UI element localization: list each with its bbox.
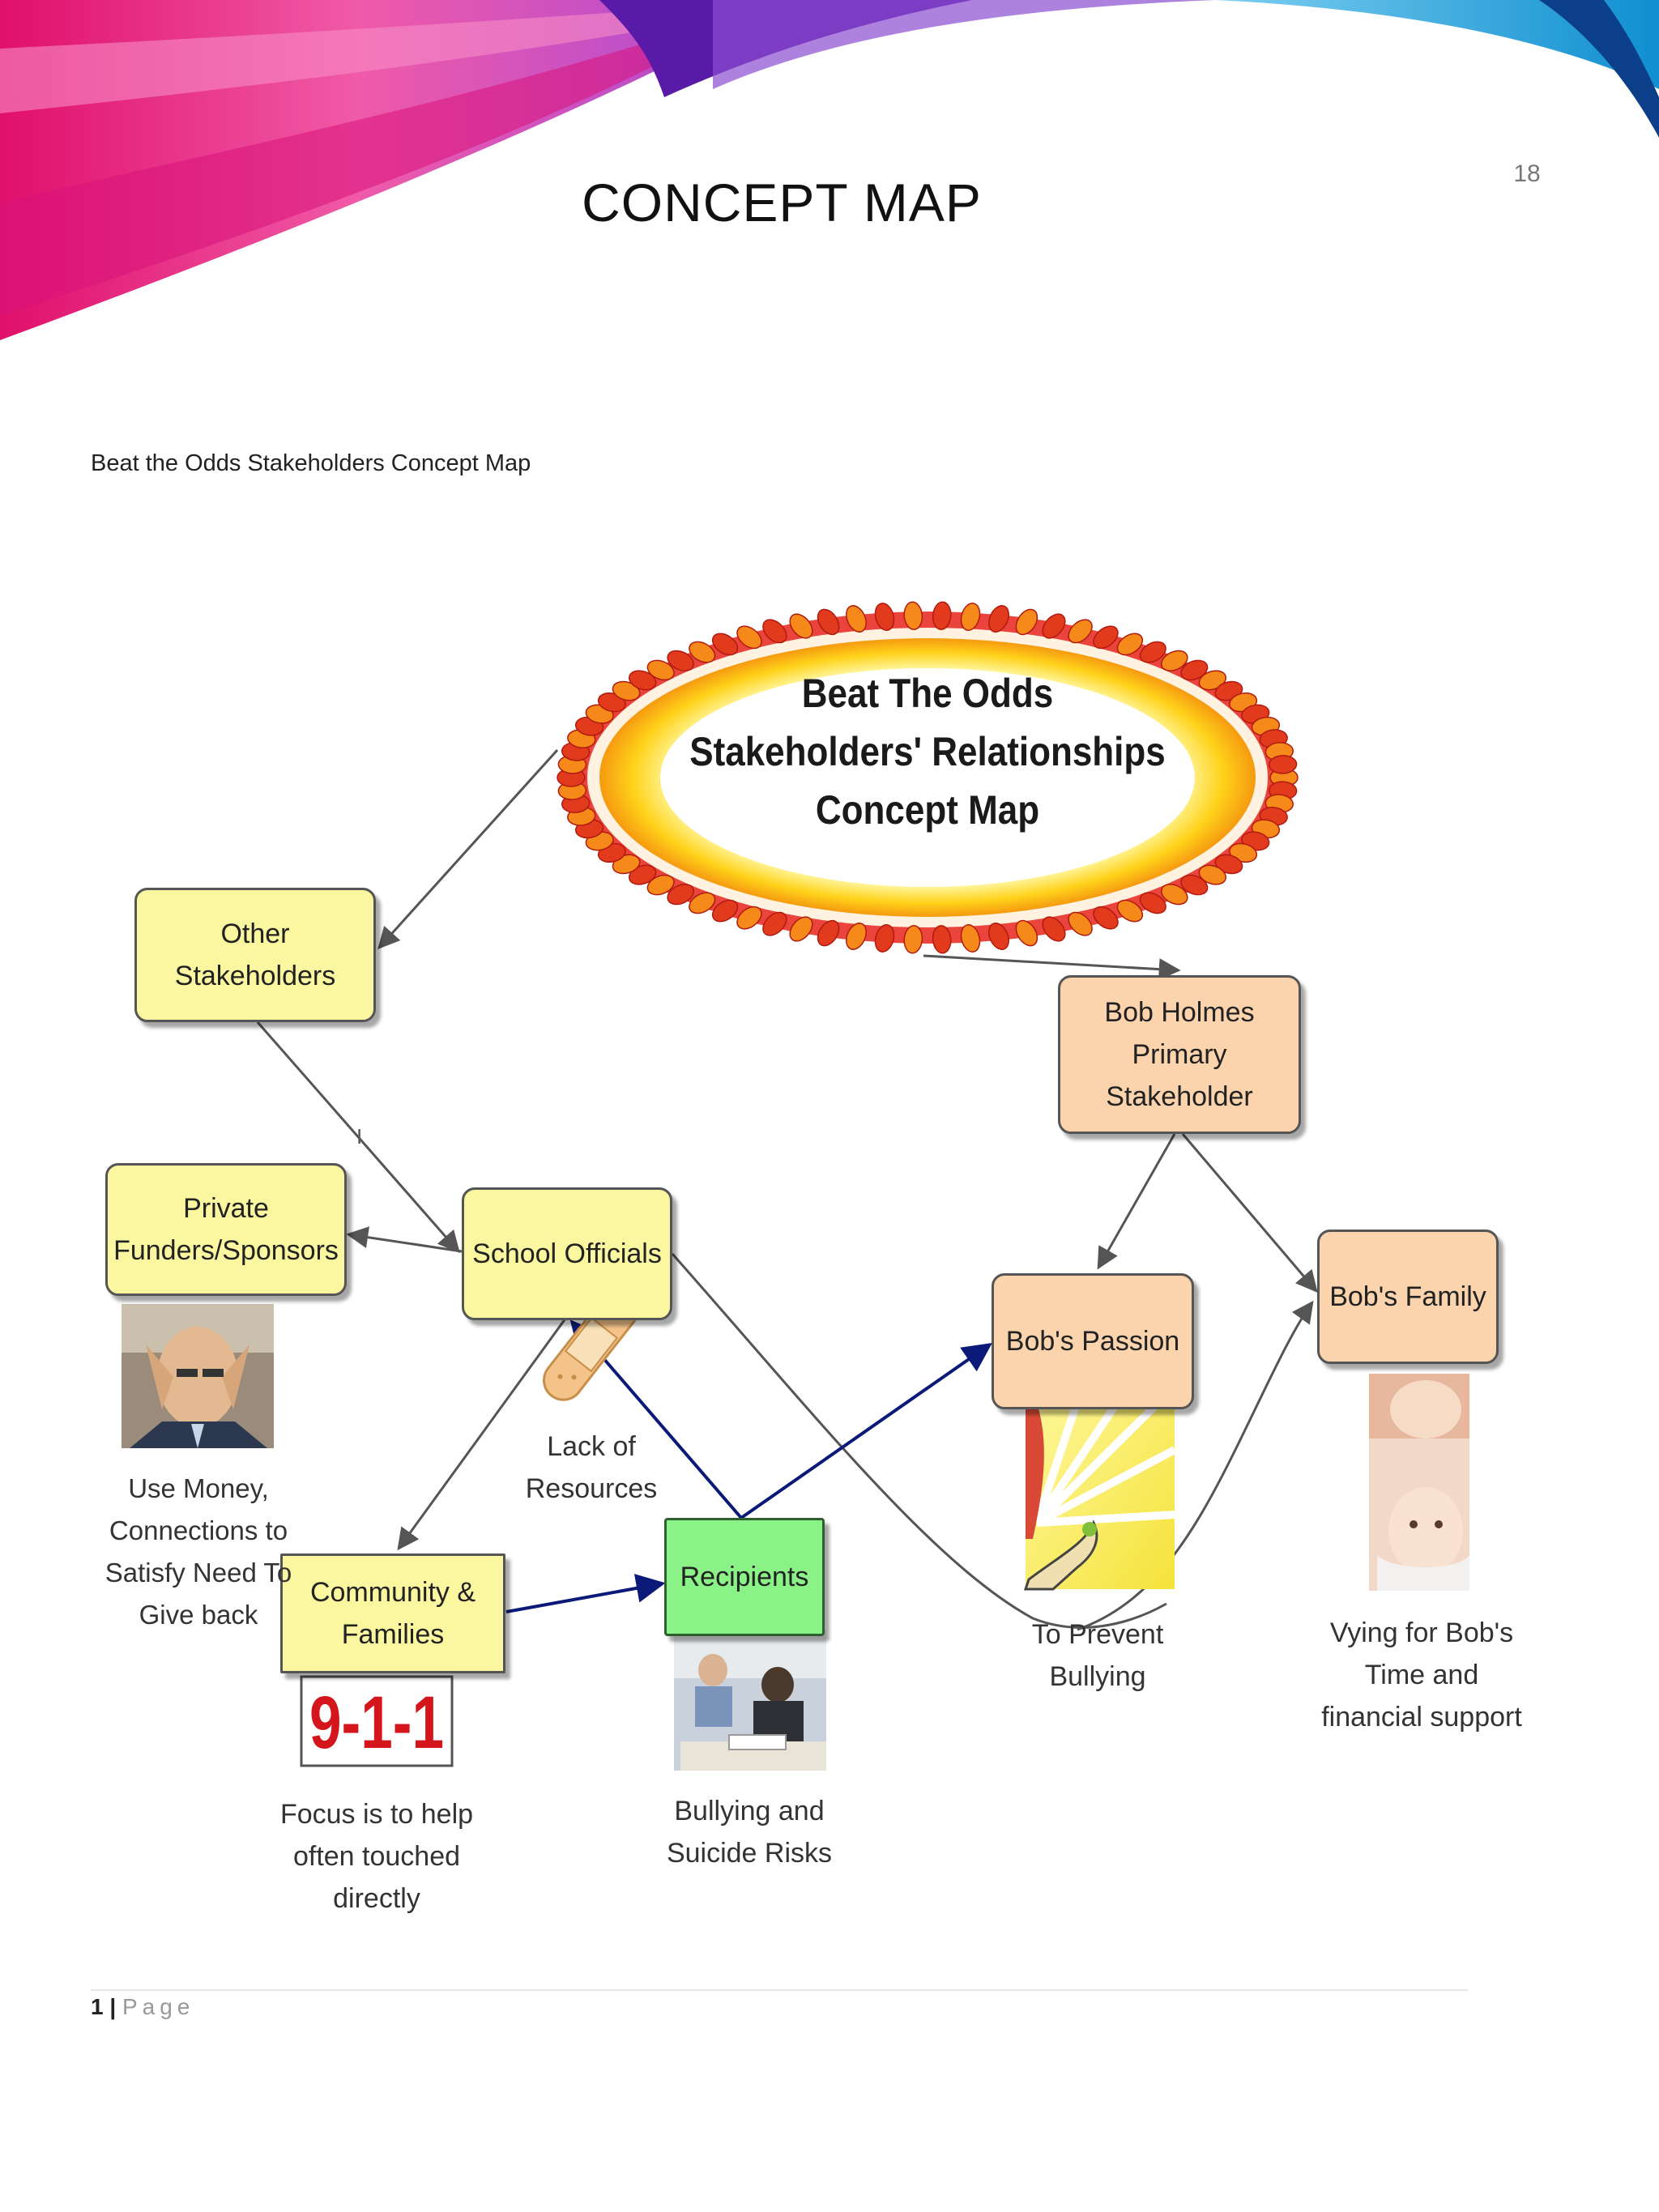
classroom-picture [674,1630,826,1771]
cloud-flame [1015,608,1038,636]
arrow-other-stakeholders-to-school-officials [256,1021,460,1254]
footer-divider [91,1989,1468,1991]
cloud-flame [1068,619,1093,644]
cloud-flame [960,603,981,631]
cloud-flame [817,608,840,636]
cloud-flame [1180,874,1209,896]
cloud-flame [1268,755,1298,774]
edge-mark: I [356,1124,362,1149]
node-bob-holmes[interactable]: Bob Holmes Primary Stakeholder [1058,975,1301,1134]
cloud-flame [874,603,895,631]
cloud-flame [1198,864,1227,885]
footer-separator: | [109,1994,117,2019]
cloud-flame [789,613,813,639]
cloud-flame [1042,916,1066,942]
arrow-community-to-recipients [505,1574,666,1613]
cloud-flame [903,925,923,954]
cloud-flame [667,884,695,906]
cloud-flame [817,919,840,947]
cloud-flame [762,619,787,644]
cloud-flame [1160,650,1188,671]
cloud-flame [846,605,867,633]
cloud-flame [689,892,716,914]
cloud-flame [988,605,1009,633]
cloud-flame [988,923,1009,950]
node-community-families[interactable]: Community & Families [280,1554,505,1673]
cloud-flame [903,601,923,630]
node-school-officials[interactable]: School Officials [462,1187,672,1320]
arrow-bob-holmes-to-bobs-passion [1097,1133,1176,1270]
cloud-flame [736,625,762,650]
central-cloud-shape [557,601,1299,954]
label-bullying-suicide-risks: Bullying and Suicide Risks [666,1796,833,1869]
cloud-flame [646,659,675,681]
header-swoosh-decoration [0,0,1659,340]
label-lack-of-resources: Lack of Resources [525,1431,658,1504]
cloud-flame [628,670,657,691]
mother-and-baby-picture [1369,1374,1469,1591]
slide-title: CONCEPT MAP [582,173,982,232]
page-footer: 1 | Page [91,1994,194,2020]
cloud-flame [1015,919,1038,947]
label-vying-for-bobs-time: Vying for Bob's Time and financial suppo… [1321,1617,1522,1733]
cloud-flame [1198,670,1227,691]
cloud-flame [932,601,952,630]
cloud-flame [960,924,981,953]
slide-number: 18 [1513,160,1541,187]
node-other-stakeholders[interactable]: Other Stakeholders [134,888,376,1022]
arrow-school-officials-to-community [397,1318,567,1551]
cloud-flame [932,925,952,954]
cloud-flame [667,650,695,671]
sun-hand-picture [1023,1375,1178,1591]
cloud-flame [1116,899,1144,923]
label-use-money: Use Money, Connections to Satisfy Need T… [104,1473,292,1630]
cloud-flame [628,864,657,885]
cloud-flame [736,906,762,930]
cloud-flame [846,923,867,950]
cloud-flame [1180,659,1209,681]
stressed-man-picture [122,1304,274,1448]
arrow-recipients-to-bobs-passion [740,1342,992,1519]
cloud-flame [1068,911,1093,936]
cloud-flame [689,641,716,663]
cloud-flame [1139,641,1166,663]
cloud-flame [1042,613,1066,639]
footer-page-number: 1 [91,1994,104,2019]
cloud-flame [1093,906,1119,930]
cloud-flame [874,924,895,953]
label-focus-to-help: Focus is to help often touched directly [279,1799,474,1914]
emergency-number-frame [300,1675,454,1767]
cloud-flame-border [557,601,1299,954]
cloud-flame [1139,892,1166,914]
node-recipients[interactable]: Recipients [664,1518,825,1636]
arrow-school-officials-to-private-funders [346,1226,463,1253]
cloud-flame [789,916,813,942]
label-to-prevent-bullying: To Prevent Bullying [1031,1619,1164,1692]
curve-school-officials-to-prevent-bullying [671,1253,1167,1629]
node-bobs-passion[interactable]: Bob's Passion [992,1273,1194,1409]
node-bobs-family[interactable]: Bob's Family [1317,1230,1499,1364]
arrow-cloud-to-other-stakeholders [377,748,559,950]
document-heading: Beat the Odds Stakeholders Concept Map [91,450,531,476]
arrow-bob-holmes-to-bobs-family [1181,1133,1318,1294]
emergency-number-text: 9-1-1 [309,1681,444,1764]
footer-page-word: Page [122,1994,195,2019]
curve-prevent-bullying-to-bobs-family [1077,1300,1314,1631]
cloud-flame [612,680,641,701]
cloud-flame [711,633,739,656]
node-private-funders[interactable]: Private Funders/Sponsors [105,1163,347,1296]
cloud-flame [762,911,787,936]
arrow-cloud-to-bob-holmes [923,954,1181,981]
central-concept-title: Beat The Odds Stakeholders' Relationship… [689,671,1166,833]
cloud-flame [1093,625,1119,650]
cloud-flame [1214,854,1243,875]
cloud-flame [1160,884,1188,906]
cloud-flame [711,899,739,923]
cloud-flame [646,874,675,896]
cloud-flame [1116,633,1144,656]
